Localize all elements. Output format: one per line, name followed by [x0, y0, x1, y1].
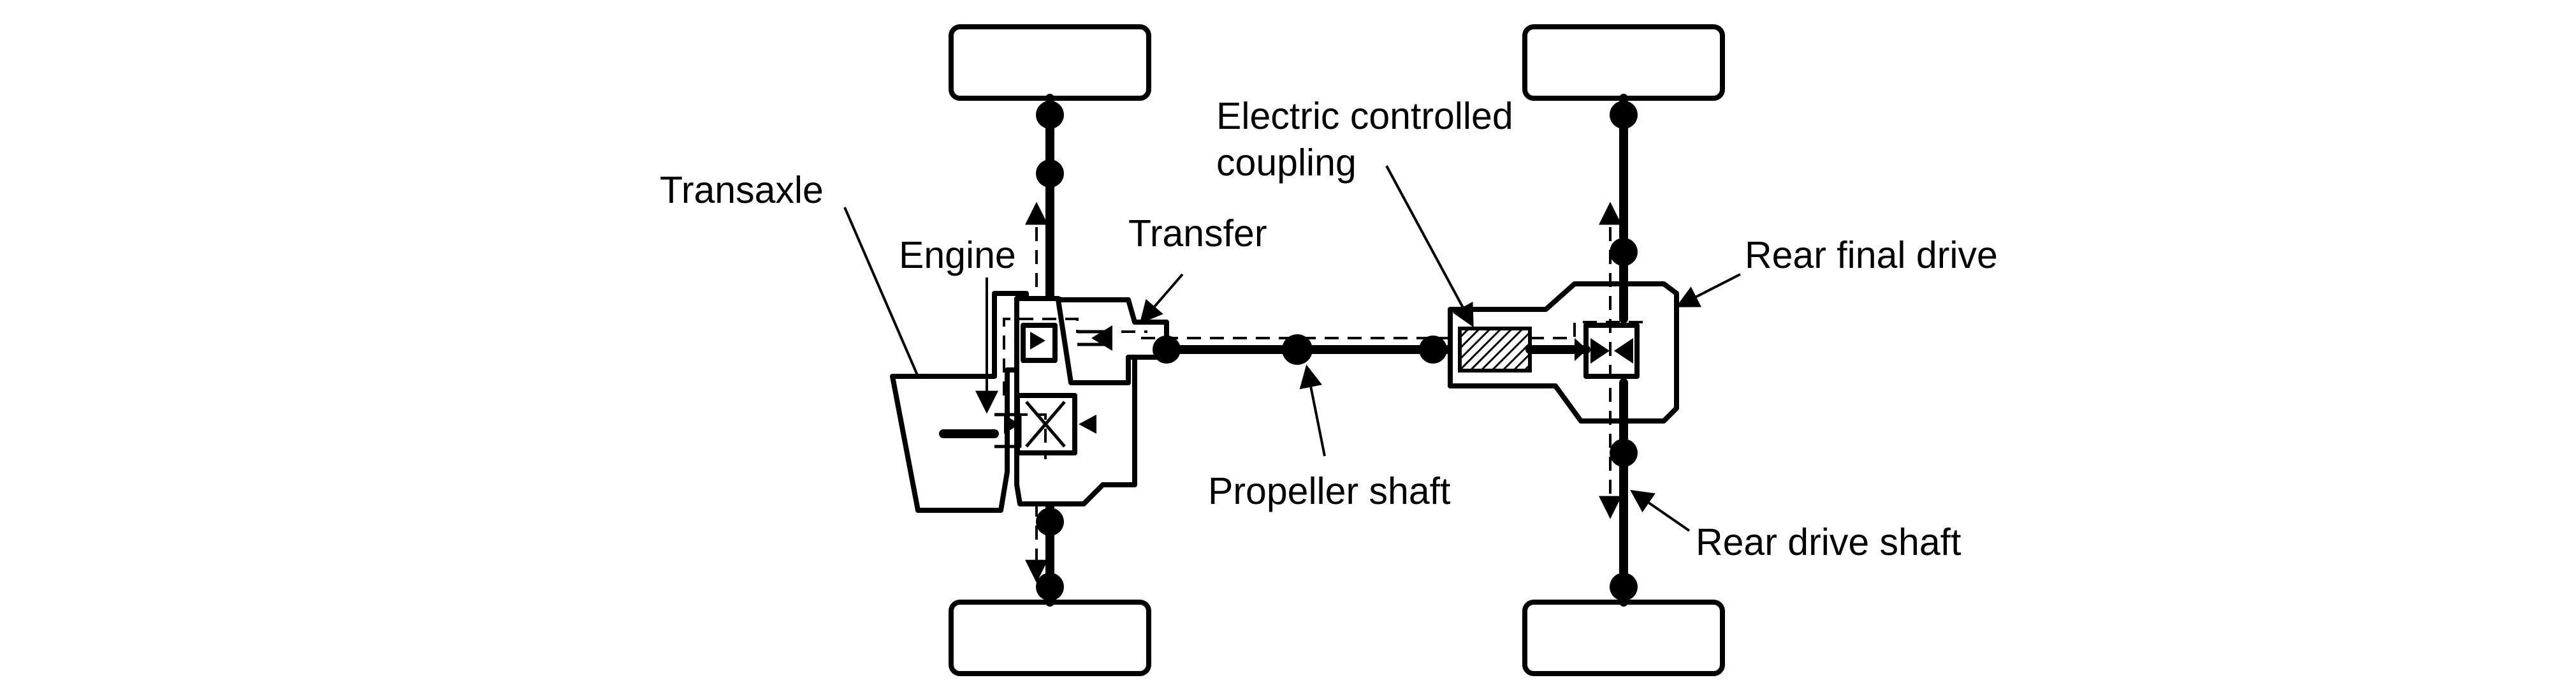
label-coupling-line1: Electric controlled — [1216, 95, 1513, 137]
front-joint-outer-bottom — [1036, 573, 1064, 601]
propeller-shaft — [1141, 334, 1460, 365]
rear-joint-inner-bottom — [1610, 439, 1638, 467]
leader-rear-final-drive — [1675, 273, 1741, 307]
rear-left-wheel — [1522, 24, 1725, 101]
label-engine: Engine — [899, 234, 1016, 276]
rear-joint-outer-bottom — [1610, 573, 1638, 601]
rear-drive-shaft — [1599, 94, 1638, 607]
prop-joint-front — [1153, 336, 1181, 364]
front-joint-outer-top — [1036, 101, 1064, 129]
transaxle-housing — [890, 291, 1169, 513]
rear-final-drive-housing — [1448, 281, 1679, 424]
front-joint-inner-bottom — [1036, 508, 1064, 536]
leader-coupling — [1385, 165, 1474, 328]
front-left-wheel — [949, 24, 1151, 101]
leader-rear-drive-shaft — [1630, 489, 1691, 532]
front-joint-inner-top — [1036, 159, 1064, 188]
prop-joint-center — [1282, 334, 1313, 365]
coupling-clutch-pack — [1458, 327, 1532, 373]
label-rear-drive-shaft: Rear drive shaft — [1696, 521, 1961, 563]
prop-joint-rear — [1419, 336, 1447, 364]
rear-right-wheel — [1522, 600, 1725, 676]
label-coupling-line2: coupling — [1216, 142, 1357, 184]
label-rear-final-drive: Rear final drive — [1745, 234, 1998, 276]
label-transaxle: Transaxle — [660, 169, 824, 211]
front-right-wheel — [949, 600, 1151, 676]
rear-joint-inner-top — [1610, 238, 1638, 266]
leader-lines — [843, 165, 1741, 532]
leader-transfer — [1139, 273, 1184, 324]
label-transfer: Transfer — [1128, 212, 1267, 255]
rear-joint-outer-top — [1610, 101, 1638, 129]
leader-propeller-shaft — [1299, 364, 1326, 457]
label-propeller-shaft: Propeller shaft — [1208, 470, 1450, 512]
leader-transaxle — [843, 207, 919, 377]
